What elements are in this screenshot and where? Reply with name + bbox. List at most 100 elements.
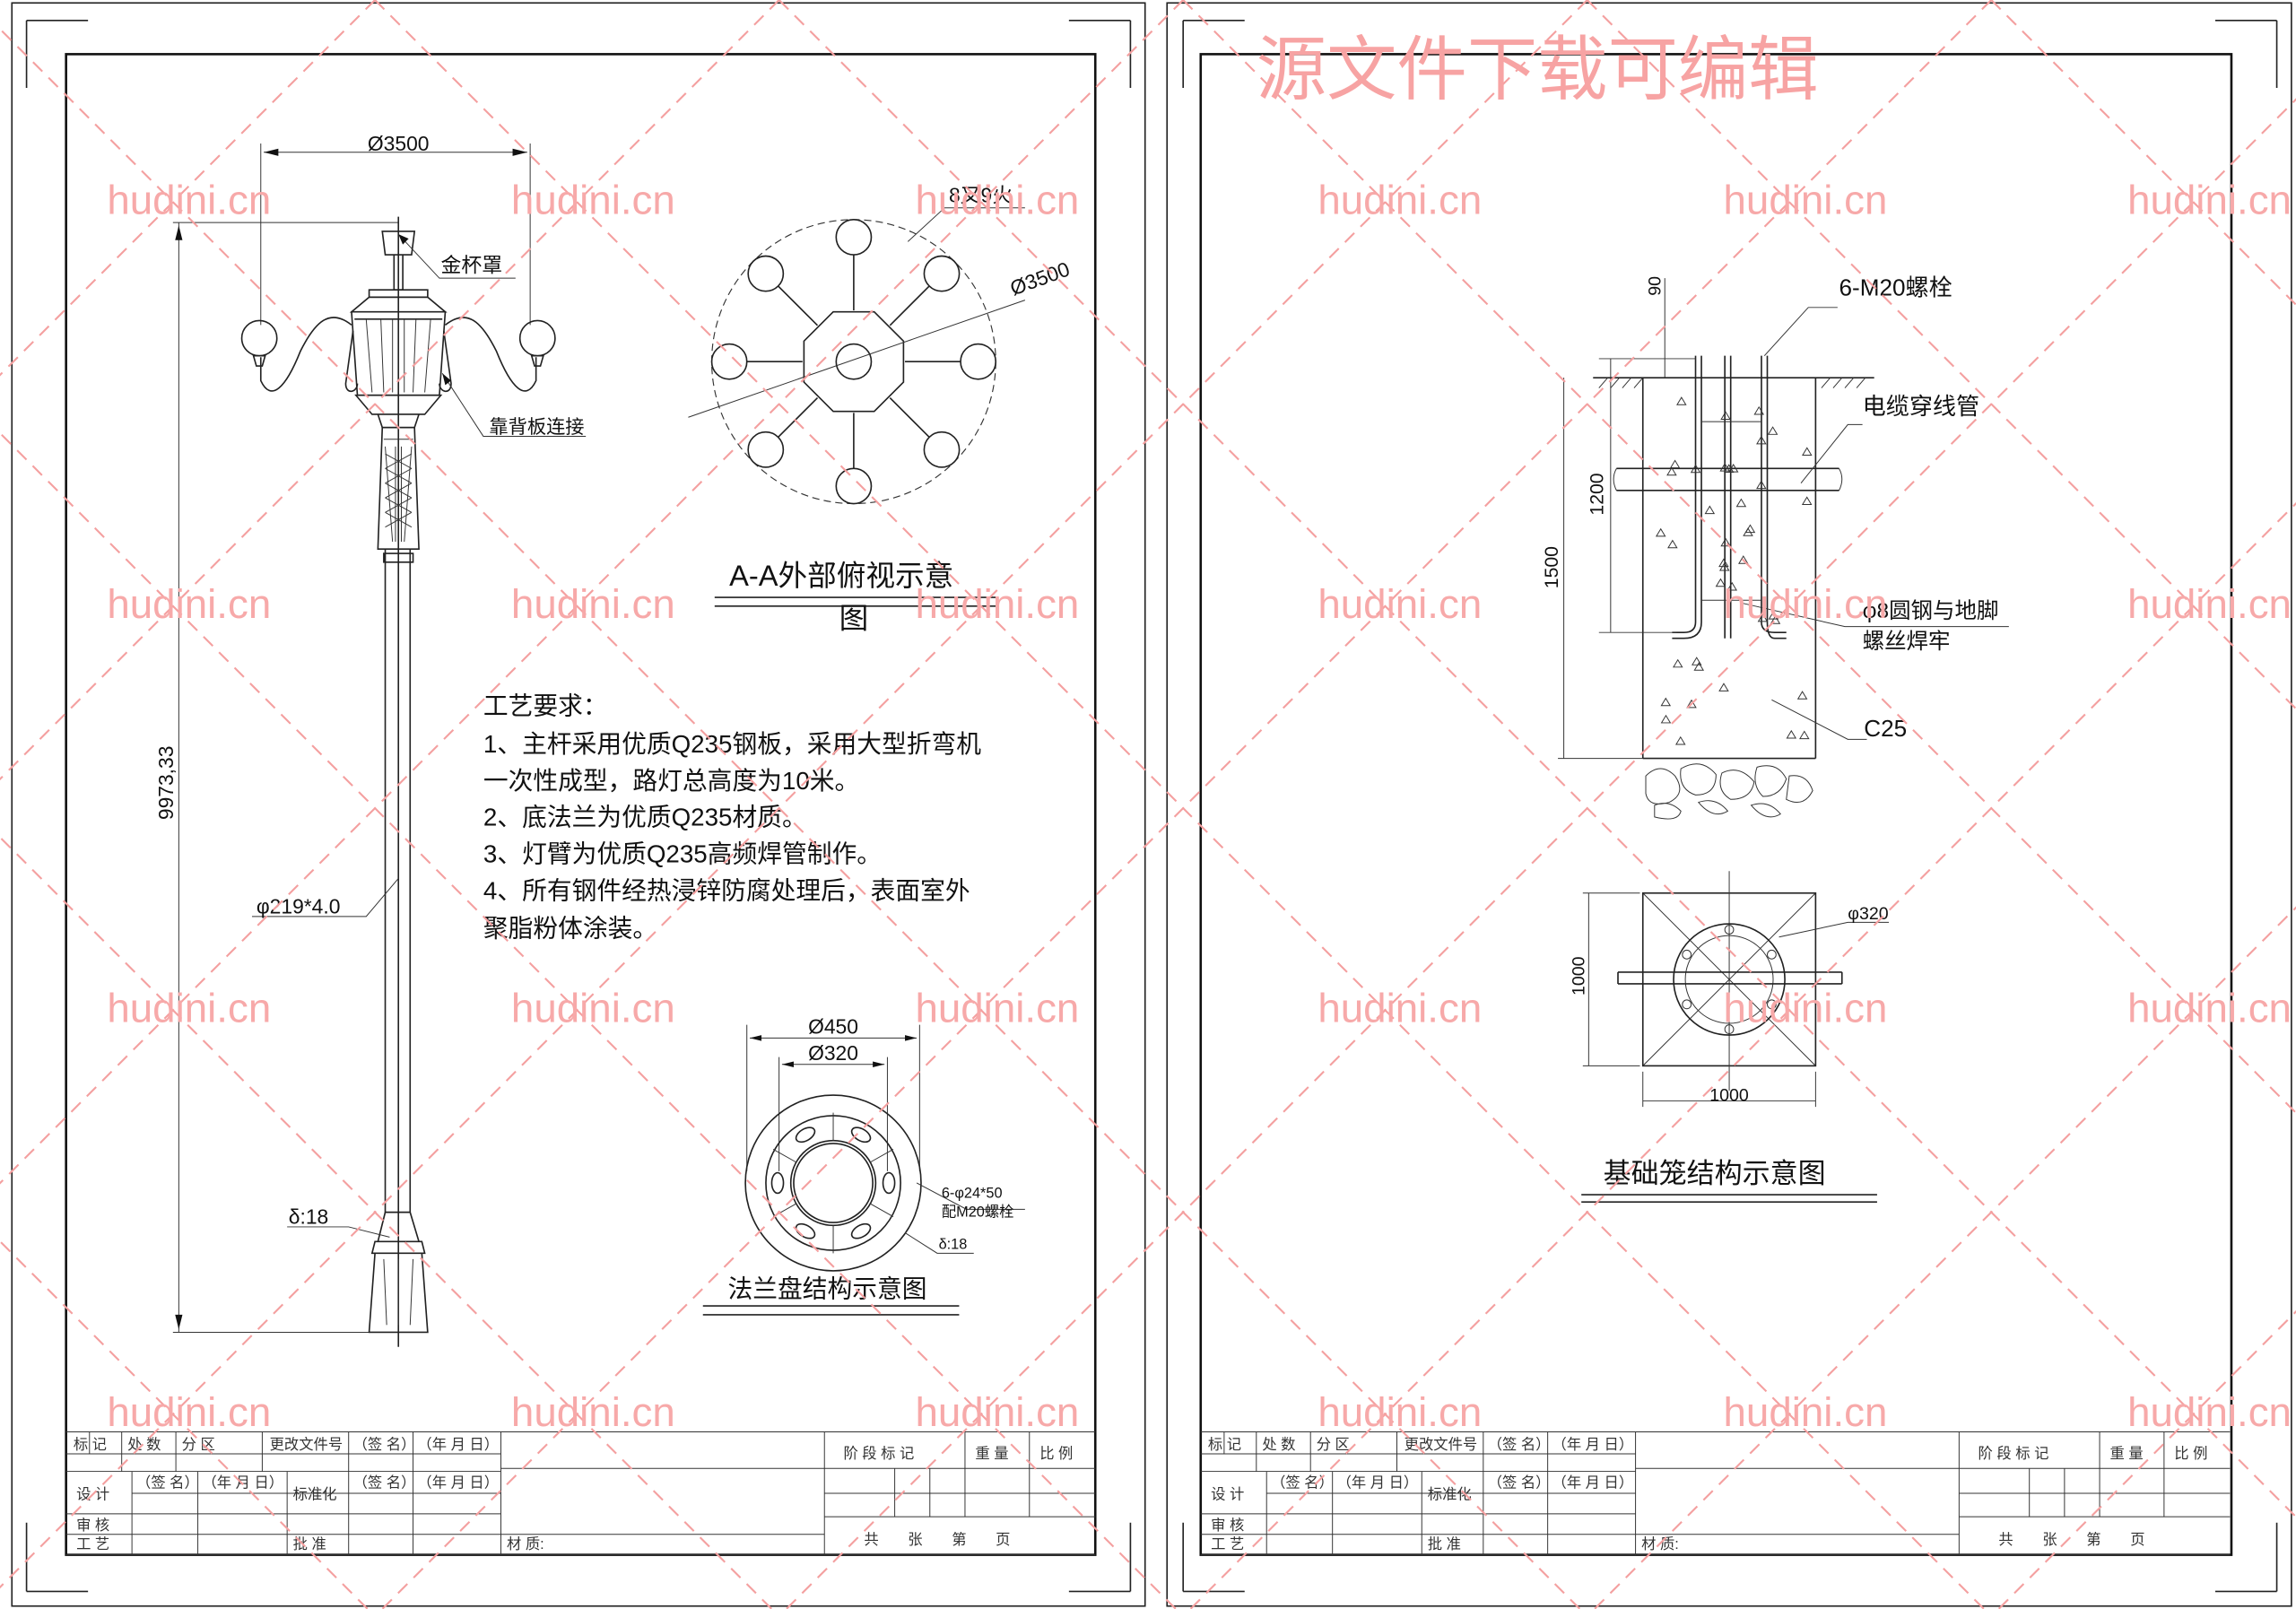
watermark-texts: hudini.cn hudini.cn hudini.cn hudini.cn hudi… xyxy=(107,177,2292,1435)
bolt-slot xyxy=(770,1171,785,1195)
title-block-change-doc: 更改文件号 xyxy=(1405,1437,1478,1453)
plan-circle-label: φ320 xyxy=(1848,904,1888,924)
globe-lamp xyxy=(923,431,961,468)
watermark-diagonal xyxy=(1189,501,2296,1609)
watermark-text: hudini.cn xyxy=(1318,177,1482,222)
top-view-title-line2: 图 xyxy=(839,601,869,634)
requirement-line: 3、灯臂为优质Q235高频焊管制作。 xyxy=(483,839,882,867)
arm-spoke xyxy=(889,285,930,326)
aggregate-mark xyxy=(1756,435,1767,445)
title-block-right: 标 记处 数分 区更改文件号（签 名）（年 月 日）设 计（签 名）（年 月 日… xyxy=(1200,1431,2231,1556)
title-block-standard: 标准化 xyxy=(1428,1487,1472,1503)
aggregate-mark xyxy=(1723,464,1735,473)
aggregate-mark xyxy=(1767,426,1779,435)
aggregate-mark xyxy=(1666,466,1677,476)
aggregate-mark xyxy=(1735,498,1747,508)
flange-thickness-label: δ:18 xyxy=(939,1236,968,1252)
watermark-diagonal xyxy=(1997,1309,2296,1609)
watermark-text: hudini.cn xyxy=(107,985,271,1031)
title-block-sign: （签 名） xyxy=(353,1475,416,1492)
title-block-change-doc: 更改文件号 xyxy=(270,1437,344,1453)
watermark-text: hudini.cn xyxy=(511,1389,675,1435)
watermark-diagonal xyxy=(0,0,1588,1589)
watermark-text: hudini.cn xyxy=(1318,1389,1482,1435)
aggregate-mark xyxy=(1753,405,1764,415)
title-block-scale: 比 例 xyxy=(2174,1446,2207,1462)
globe-lamp xyxy=(835,219,873,256)
title-block-weight: 重 量 xyxy=(2109,1446,2143,1462)
globe-lamp xyxy=(710,343,748,380)
aggregate-mark xyxy=(1799,730,1810,740)
watermark-text: hudini.cn xyxy=(915,581,1079,627)
watermark-text: hudini.cn xyxy=(1724,1389,1888,1435)
aggregate-mark xyxy=(1691,657,1702,665)
aggregate-mark xyxy=(1660,697,1672,707)
watermark-diagonal xyxy=(0,0,780,781)
globe-lamp xyxy=(923,255,961,292)
title-block-stage: 阶 段 标 记 xyxy=(843,1446,914,1462)
arm-spoke xyxy=(778,397,819,439)
arm-spoke xyxy=(778,285,819,326)
title-block-sign: （签 名） xyxy=(1271,1475,1334,1492)
title-block-count: 处 数 xyxy=(127,1437,161,1453)
watermark-text: hudini.cn xyxy=(511,581,675,627)
aggregate-mark xyxy=(1757,613,1769,622)
flange-outer-dim: Ø450 xyxy=(808,1014,858,1038)
aggregate-mark xyxy=(1720,537,1731,547)
aggregate-mark xyxy=(1667,539,1678,549)
watermark-text: hudini.cn xyxy=(1318,581,1482,627)
watermark-text: hudini.cn xyxy=(2127,1389,2292,1435)
dim-1500: 1500 xyxy=(1542,546,1562,588)
requirement-line: 2、底法兰为优质Q235材质。 xyxy=(483,804,807,831)
title-block-sign: （签 名） xyxy=(353,1437,416,1453)
watermark-diagonal xyxy=(1182,0,2296,1115)
dim-1200: 1200 xyxy=(1587,473,1608,515)
flange-bolts-label: 配M20螺栓 xyxy=(942,1205,1014,1221)
globe-lamp xyxy=(960,343,997,380)
watermark-diagonal xyxy=(374,0,1985,1609)
watermark-diagonal xyxy=(0,836,773,1609)
title-block-date: （年 月 日） xyxy=(1552,1475,1634,1492)
flange-inner-dim: Ø320 xyxy=(808,1041,858,1065)
title-block-sign: （签 名） xyxy=(1488,1437,1551,1453)
flange-holes-label: 6-φ24*50 xyxy=(942,1185,1003,1201)
aggregate-mark xyxy=(1693,662,1705,671)
title-block-left: 标 记处 数分 区更改文件号（签 名）（年 月 日）设 计（签 名）（年 月 日… xyxy=(65,1431,1096,1556)
aggregate-mark xyxy=(1796,691,1808,700)
bolt-slot xyxy=(850,1126,872,1144)
watermark-text: hudini.cn xyxy=(1724,581,1888,627)
aggregate-mark xyxy=(1768,611,1779,620)
base-thickness-label: δ:18 xyxy=(289,1205,328,1229)
globe-lamp xyxy=(835,467,873,505)
title-block-sheets: 共 张 第 页 xyxy=(1998,1532,2144,1548)
aggregate-mark xyxy=(1726,581,1738,591)
concrete-grade-label: C25 xyxy=(1864,715,1907,742)
watermark-text: hudini.cn xyxy=(915,1389,1079,1435)
aggregate-mark xyxy=(1660,714,1672,724)
title-block-zone: 分 区 xyxy=(1317,1437,1350,1453)
watermark-text: hudini.cn xyxy=(2127,985,2292,1031)
aggregate-mark xyxy=(1756,480,1767,490)
bolts-label: 6-M20螺栓 xyxy=(1839,274,1952,301)
watermark-text: hudini.cn xyxy=(107,581,271,627)
aggregate-mark xyxy=(1676,396,1687,405)
title-block-sign: （签 名） xyxy=(136,1475,199,1492)
watermark-diagonal xyxy=(786,98,2296,1609)
aggregate-mark xyxy=(1786,729,1797,739)
aggregate-mark xyxy=(1744,524,1756,534)
pole-top-dim: Ø3500 xyxy=(368,132,430,155)
requirements-heading: 工艺要求： xyxy=(483,692,608,720)
watermark-diagonal xyxy=(1594,906,2296,1609)
title-block-approve: 批 准 xyxy=(1428,1536,1461,1552)
foundation-plan xyxy=(1582,871,1889,1108)
aggregate-mark xyxy=(1704,505,1716,515)
title-block-sign: （签 名） xyxy=(1488,1475,1551,1492)
plan-dim-vertical: 1000 xyxy=(1569,956,1588,996)
title-block-scale: 比 例 xyxy=(1039,1446,1073,1462)
watermark-diagonal xyxy=(1586,0,2296,710)
arm-spoke xyxy=(889,397,930,439)
watermark-diagonal xyxy=(1990,0,2296,307)
watermark-text: hudini.cn xyxy=(2127,581,2292,627)
globe-lamp xyxy=(747,431,785,468)
